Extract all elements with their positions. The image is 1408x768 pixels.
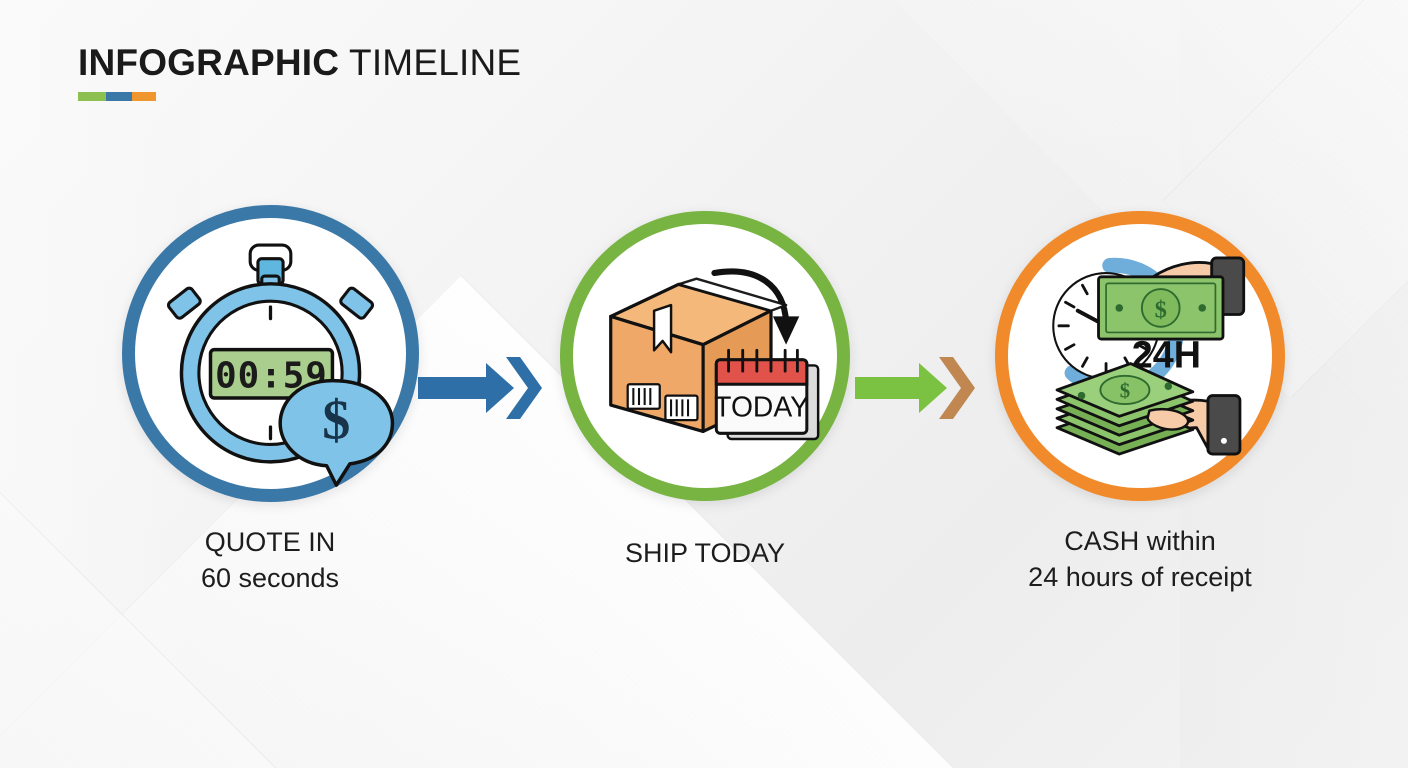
stopwatch-dollar-icon: 00:59 $ bbox=[166, 243, 394, 487]
timeline-step-3[interactable]: 24H $ bbox=[975, 205, 1305, 595]
step-1-caption: QUOTE IN 60 seconds bbox=[105, 524, 435, 596]
step-2-caption: SHIP TODAY bbox=[540, 535, 870, 571]
arrow-step1-to-step2 bbox=[418, 343, 548, 433]
title-bold-part: INFOGRAPHIC bbox=[78, 42, 340, 83]
timeline-step-1[interactable]: 00:59 $ QUOTE IN 60 seconds bbox=[105, 205, 435, 596]
step-1-caption-line-2: 60 seconds bbox=[200, 563, 340, 594]
step-2-caption-line-1: SHIP TODAY bbox=[624, 538, 786, 568]
bill-dollar-symbol: $ bbox=[1155, 296, 1167, 323]
step-3-caption-line-2: 24 hours of receipt bbox=[1028, 562, 1252, 593]
step-1-caption-line-1: QUOTE IN bbox=[204, 527, 336, 557]
accent-segment-blue bbox=[106, 91, 132, 101]
stack-dollar-symbol: $ bbox=[1120, 380, 1130, 402]
arrow-step2-to-step3 bbox=[855, 343, 985, 433]
title-light-part: TIMELINE bbox=[339, 42, 522, 83]
dollar-symbol: $ bbox=[322, 390, 350, 452]
step-3-caption-line-1: CASH within bbox=[1064, 526, 1216, 556]
timeline-step-2[interactable]: TODAY SHIP TODAY bbox=[540, 205, 870, 571]
accent-bar bbox=[78, 91, 156, 101]
package-calendar-icon: TODAY bbox=[609, 268, 820, 441]
calendar-today-label: TODAY bbox=[714, 390, 809, 422]
accent-segment-orange bbox=[132, 91, 156, 101]
step-3-circle: 24H $ bbox=[995, 211, 1285, 501]
step-2-circle: TODAY bbox=[560, 211, 850, 501]
timeline: 00:59 $ QUOTE IN 60 seconds bbox=[0, 205, 1408, 675]
accent-segment-green bbox=[78, 91, 106, 101]
step-1-circle: 00:59 $ bbox=[121, 205, 419, 502]
header: INFOGRAPHIC TIMELINE bbox=[78, 42, 522, 101]
page-title: INFOGRAPHIC TIMELINE bbox=[78, 42, 522, 83]
step-3-caption: CASH within 24 hours of receipt bbox=[975, 523, 1305, 595]
clock-cash-hands-icon: 24H $ bbox=[1052, 256, 1246, 456]
